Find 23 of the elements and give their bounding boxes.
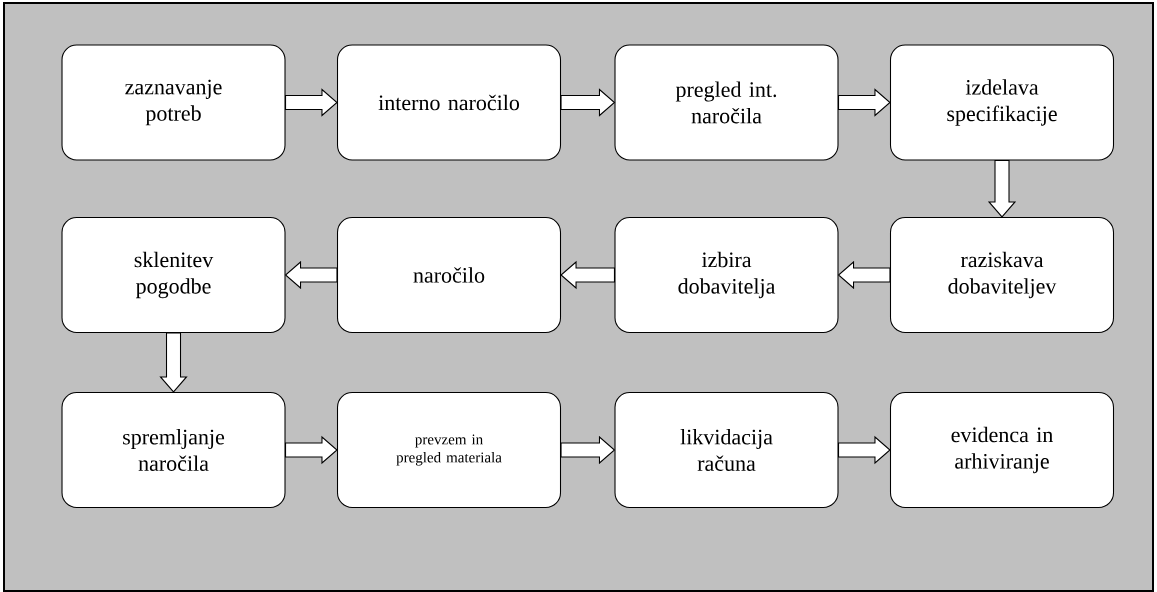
block-arrow [560,435,616,465]
process-box: pregled int. naročila [614,44,839,161]
process-box: sklenitev pogodbe [61,216,286,334]
block-arrow [159,332,188,393]
block-arrow [284,260,338,290]
block-arrow [837,260,891,290]
process-box: naročilo [336,216,562,334]
process-box: zaznavanje potreb [61,44,286,161]
process-box: likvidacija računa [614,391,839,509]
process-box: izbira dobavitelja [614,216,839,334]
process-box: evidenca in arhiviranje [889,391,1115,509]
block-arrow [838,435,891,465]
block-arrow [560,260,615,290]
block-arrow [987,160,1017,218]
block-arrow [560,88,616,117]
process-box: prevzem in pregled materiala [336,391,562,509]
block-arrow [285,435,338,465]
process-box: interno naročilo [336,44,562,161]
block-arrow [285,88,338,117]
process-box: raziskava dobaviteljev [889,216,1115,334]
block-arrow [838,88,891,117]
process-box: izdelava specifikacije [889,44,1115,161]
process-box: spremljanje naročila [61,391,286,509]
